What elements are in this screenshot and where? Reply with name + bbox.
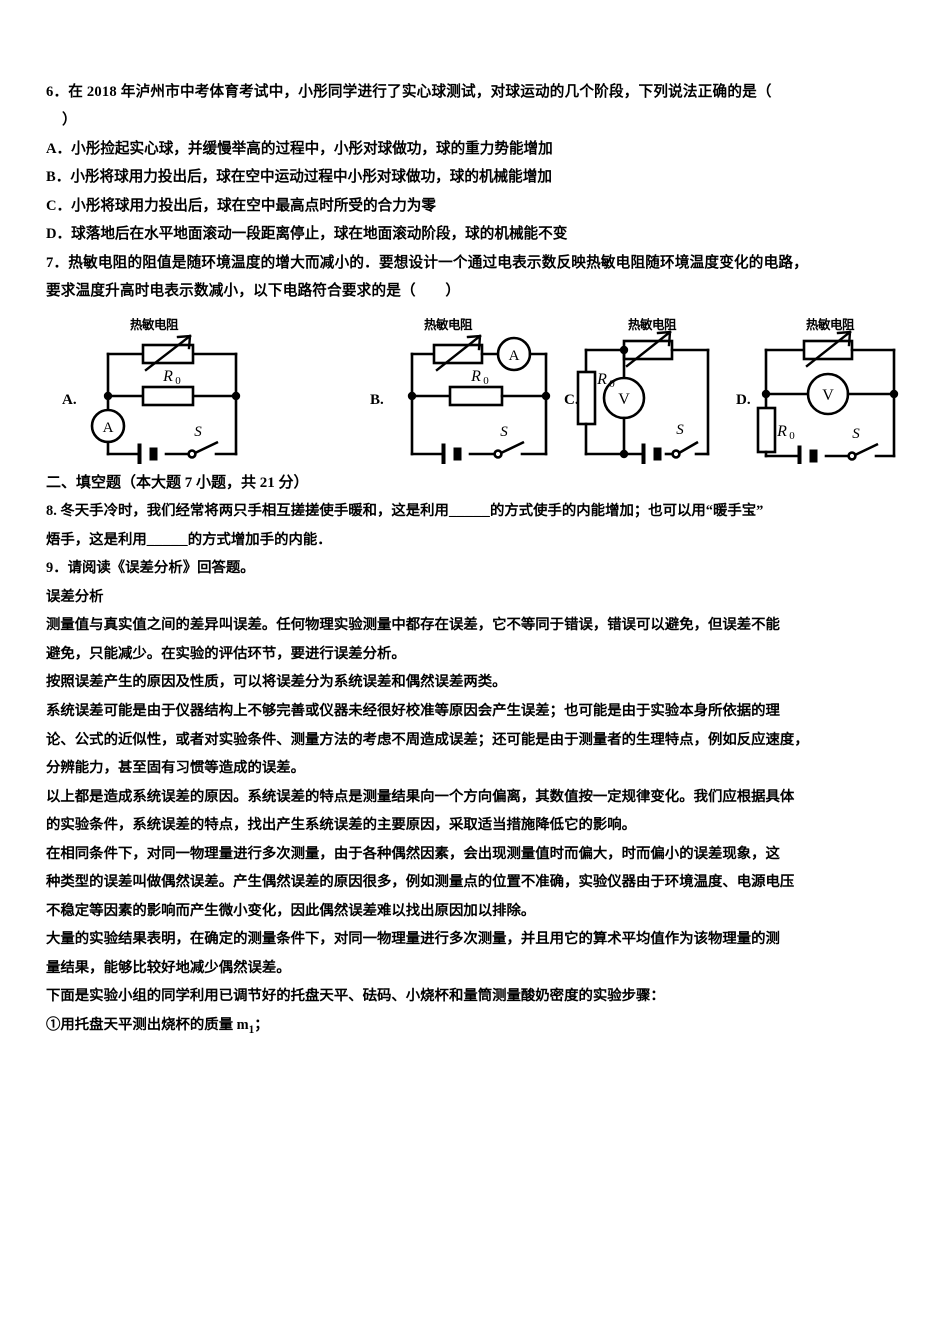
q7-stem-line1: 7．热敏电阻的阻值是随环境温度的增大而减小的．要想设计一个通过电表示数反映热敏电… [46, 254, 808, 271]
svg-text:0: 0 [789, 430, 795, 442]
circuit-label-c: C. [564, 391, 579, 408]
q9-article-title: 误差分析 [46, 588, 104, 605]
q6-option-d: D．球落地后在水平地面滚动一段距离停止，球在地面滚动阶段，球的机械能不变 [46, 226, 568, 243]
q9-paragraph-11: 不稳定等因素的影响而产生微小变化，因此偶然误差难以找出原因加以排除。 [46, 902, 536, 919]
svg-text:S: S [676, 422, 684, 438]
q8-blank-1[interactable]: _____ [448, 503, 490, 520]
thermistor-caption-a: 热敏电阻 [130, 317, 179, 332]
q7-circuit-options: 热敏电阻 A. [46, 314, 908, 466]
circuit-label-d: D. [736, 391, 751, 408]
q6-option-a: A．小彤捡起实心球，并缓慢举高的过程中，小彤对球做功，球的重力势能增加 [46, 140, 553, 157]
question-7: 7．热敏电阻的阻值是随环境温度的增大而减小的．要想设计一个通过电表示数反映热敏电… [46, 249, 908, 466]
svg-text:V: V [618, 391, 630, 408]
section-2-heading: 二、填空题（本大题 7 小题，共 21 分） [46, 474, 309, 491]
page-content: 6．在 2018 年泸州市中考体育考试中，小彤同学进行了实心球测试，对球运动的几… [46, 78, 908, 1041]
q7-stem-line2: 要求温度升高时电表示数减小，以下电路符合要求的是（ ） [46, 283, 461, 300]
circuit-option-c[interactable]: 热敏电阻 C. [564, 314, 740, 464]
circuit-option-d[interactable]: 热敏电阻 D. [736, 314, 922, 464]
circuit-option-b[interactable]: 热敏电阻 B. [370, 314, 576, 464]
q6-option-c: C．小彤将球用力投出后，球在空中最高点时所受的合力为零 [46, 197, 436, 214]
svg-text:R: R [776, 423, 787, 440]
q9-paragraph-7: 以上都是造成系统误差的原因。系统误差的特点是测量结果向一个方向偏离，其数值按一定… [46, 788, 795, 805]
q9-paragraph-14: 下面是实验小组的同学利用已调节好的托盘天平、砝码、小烧杯和量筒测量酸奶密度的实验… [46, 988, 665, 1005]
svg-text:S: S [852, 426, 860, 442]
q9-paragraph-6: 分辨能力，甚至固有习惯等造成的误差。 [46, 760, 306, 777]
svg-text:0: 0 [609, 378, 615, 390]
q6-stem: 6．在 2018 年泸州市中考体育考试中，小彤同学进行了实心球测试，对球运动的几… [46, 84, 772, 100]
q8-line-1: 8. 冬天手冷时，我们经常将两只手相互搓搓使手暖和，这是利用_____的方式使手… [46, 497, 908, 526]
svg-text:R: R [470, 368, 481, 385]
question-6: 6．在 2018 年泸州市中考体育考试中，小彤同学进行了实心球测试，对球运动的几… [46, 78, 908, 249]
q8-text-a: 8. 冬天手冷时，我们经常将两只手相互搓搓使手暖和，这是利用 [46, 503, 449, 520]
circuit-label-b: B. [370, 391, 384, 408]
q8-text-b: 的方式使手的内能增加；也可以用“暖手宝” [489, 503, 764, 520]
svg-text:A: A [103, 420, 114, 436]
q9-paragraph-3: 按照误差产生的原因及性质，可以将误差分为系统误差和偶然误差两类。 [46, 674, 507, 691]
q9-paragraph-5: 论、公式的近似性，或者对实验条件、测量方法的考虑不周造成误差；还可能是由于测量者… [46, 731, 809, 748]
q9-paragraph-13: 量结果，能够比较好地减少偶然误差。 [46, 959, 291, 976]
thermistor-caption-c: 热敏电阻 [628, 317, 677, 332]
svg-text:V: V [822, 387, 834, 404]
q9-paragraph-10: 种类型的误差叫做偶然误差。产生偶然误差的原因很多，例如测量点的位置不准确，实验仪… [46, 874, 795, 891]
q9-paragraph-12: 大量的实验结果表明，在确定的测量条件下，对同一物理量进行多次测量，并且用它的算术… [46, 931, 780, 948]
circuit-option-a[interactable]: 热敏电阻 A. [62, 314, 268, 464]
circuit-label-a: A. [62, 391, 77, 408]
q8-line-2: 焐手，这是利用_____的方式增加手的内能． [46, 526, 908, 555]
question-8: 8. 冬天手冷时，我们经常将两只手相互搓搓使手暖和，这是利用_____的方式使手… [46, 497, 908, 554]
svg-text:A: A [509, 348, 520, 364]
q9-step-1-subscript: 1 [248, 1023, 255, 1036]
svg-text:S: S [500, 424, 508, 440]
q9-step-1: ①用托盘天平测出烧杯的质量 m1； [46, 1011, 908, 1041]
svg-text:R: R [162, 368, 173, 385]
svg-text:0: 0 [175, 375, 181, 387]
q6-option-b: B．小彤将球用力投出后，球在空中运动过程中小彤对球做功，球的机械能增加 [46, 169, 552, 186]
svg-text:0: 0 [483, 375, 489, 387]
q9-paragraph-1: 测量值与真实值之间的差异叫误差。任何物理实验测量中都存在误差，它不等同于错误，错… [46, 617, 780, 634]
q6-stem-continuation: ） [62, 112, 77, 129]
q9-step-1-tail: ； [254, 1016, 269, 1033]
q8-blank-2[interactable]: _____ [146, 531, 188, 548]
circuit-diagram-a: R 0 A S [90, 333, 241, 464]
q9-paragraph-9: 在相同条件下，对同一物理量进行多次测量，由于各种偶然因素，会出现测量值时而偏大，… [46, 845, 780, 862]
question-9: 9．请阅读《误差分析》回答题。 误差分析 测量值与真实值之间的差异叫误差。任何物… [46, 554, 908, 1040]
circuit-diagram-c: R 0 V S [576, 329, 710, 464]
circuit-diagram-d: R 0 V S [756, 329, 899, 464]
q9-step-1-text: ①用托盘天平测出烧杯的质量 m [46, 1016, 249, 1033]
q9-paragraph-2: 避免，只能减少。在实验的评估环节，要进行误差分析。 [46, 645, 406, 662]
thermistor-caption-d: 热敏电阻 [806, 317, 855, 332]
q9-paragraph-8: 的实验条件，系统误差的特点，找出产生系统误差的主要原因，采取适当措施降低它的影响… [46, 817, 637, 834]
q8-text-d: 的方式增加手的内能． [187, 531, 332, 548]
q8-text-c: 焐手，这是利用 [46, 531, 147, 548]
svg-text:S: S [194, 424, 202, 440]
circuit-diagram-b: R 0 A S [407, 333, 551, 464]
q9-paragraph-4: 系统误差可能是由于仪器结构上不够完善或仪器未经很好校准等原因会产生误差；也可能是… [46, 702, 780, 719]
q9-stem: 9．请阅读《误差分析》回答题。 [46, 560, 255, 577]
svg-text:R: R [596, 371, 607, 388]
thermistor-caption-b: 热敏电阻 [424, 317, 473, 332]
